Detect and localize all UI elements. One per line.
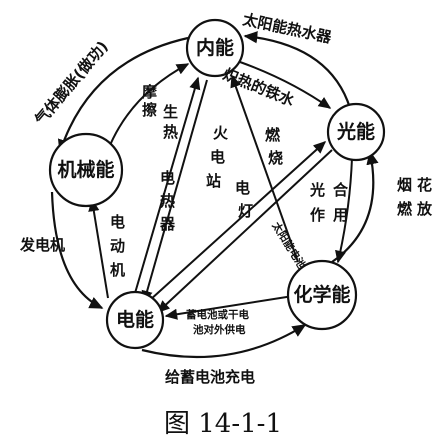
arrow-light-to-chemical [335,157,353,264]
label-char: 电 [110,213,125,231]
label-char: 站 [206,172,221,190]
label-char: 擦 [142,101,157,119]
label-power-station: 火 电 站 [206,124,229,190]
label-char: 机 [110,261,125,279]
arrow-internal-to-light [239,61,332,109]
label-photosynthesis: 光 合 作 用 [309,181,349,224]
node-mechanical-energy: 机械能 [48,132,124,208]
label-battery-supply-line2: 池对外供电 [193,323,246,336]
arrow-electric-to-chemical-outer [141,324,307,359]
label-char: 电 [160,169,175,187]
figure-caption: 图 14-1-1 [164,409,282,439]
node-internal-energy: 内能 [185,18,245,78]
label-char: 燃 [265,126,281,144]
arrow-light-to-electric [156,149,333,313]
label-char: 花 [417,176,432,194]
label-char: 烟 [397,176,412,194]
arrow-light-to-internal-outer [243,31,352,109]
node-chemical-energy: 化学能 [286,259,358,331]
node-label: 光能 [336,120,375,143]
label-red-hot-iron: 炽热的铁水 [221,65,298,110]
label-char: 放 [416,200,433,218]
node-light-energy: 光能 [326,102,386,162]
label-electric-heater: 电 热 器 [159,169,176,233]
arrow-chemical-to-electric [164,295,294,320]
label-friction-heat: 摩 擦 生 热 [142,83,178,141]
label-combustion: 燃 烧 [265,126,283,167]
arrow-electric-to-light [149,141,327,301]
label-char: 烧 [268,149,283,167]
arrow-electric-to-internal [132,76,201,301]
node-electric-energy: 电能 [105,290,165,350]
label-battery-supply: 蓄电池或干电 池对外供电 [186,308,249,336]
label-solar-cell: 太阳能电池 [269,219,309,272]
arrow-internal-to-electric [141,79,208,304]
label-char: 火 [213,124,229,142]
node-label: 机械能 [57,158,114,181]
label-battery-supply-line1: 蓄电池或干电 [186,308,249,321]
label-char: 合 [332,181,349,199]
label-char: 燃 [397,200,413,218]
label-char: 摩 [142,83,158,101]
arrow-mechanical-to-electric-outer [50,191,104,309]
label-battery-charge: 给蓄电池充电 [165,368,255,386]
inner-arrows [88,61,353,320]
label-char: 热 [160,192,175,210]
node-label: 化学能 [293,283,350,306]
arrow-electric-to-mechanical [88,198,109,299]
label-generator: 发电机 [19,236,65,254]
label-char: 光 [309,181,325,199]
node-label: 内能 [196,36,234,59]
arrow-chemical-to-internal [230,74,299,263]
label-char: 动 [110,237,125,255]
arrow-internal-to-mechanical [57,36,189,154]
label-char: 器 [159,215,176,233]
label-char: 用 [333,206,348,224]
label-fireworks: 烟 花 燃 放 [397,176,433,218]
label-char: 电 [210,148,225,166]
label-char: 灯 [238,202,253,220]
label-char: 电 [235,179,250,197]
arrow-mechanical-to-internal [107,63,190,151]
label-char: 生 [163,103,178,121]
label-char: 热 [163,123,178,141]
label-solar-water-heater: 太阳能热水器 [241,10,334,47]
label-char: 作 [310,206,325,224]
node-label: 电能 [116,308,154,331]
label-electric-lamp: 电 灯 [235,179,253,220]
label-motor: 电 动 机 [110,213,125,279]
